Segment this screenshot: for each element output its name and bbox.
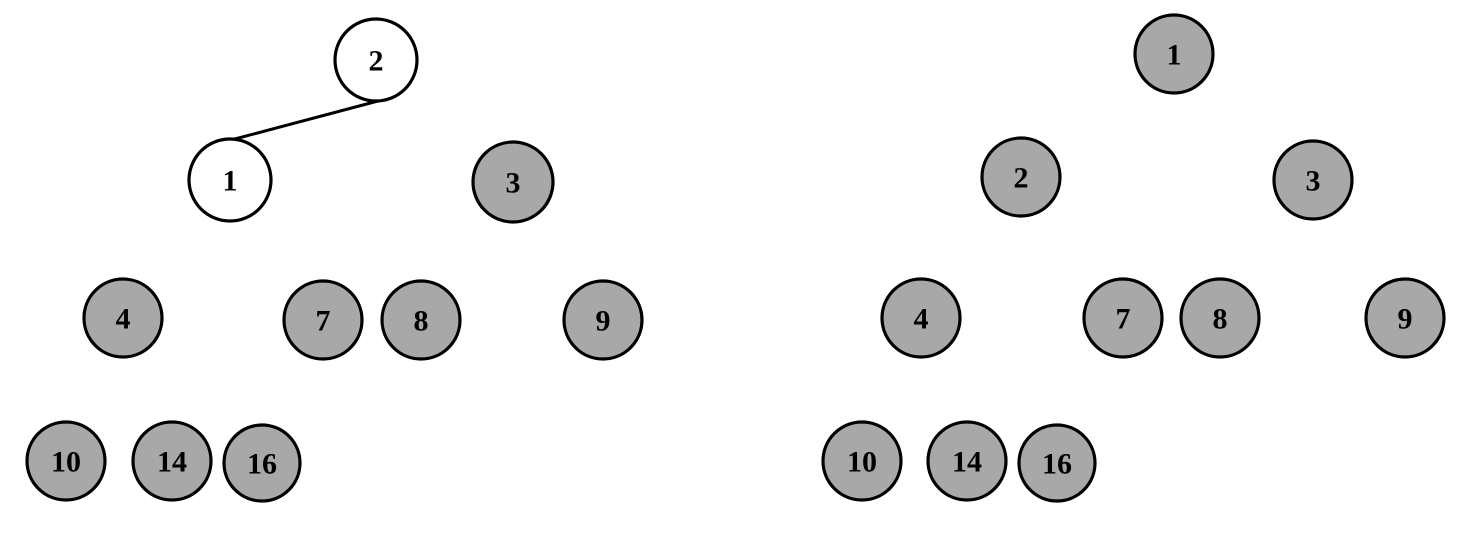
node-label-L16: 16 (247, 448, 277, 481)
node-circle-L1[interactable] (187, 137, 273, 223)
node-circle-L4[interactable] (82, 277, 164, 359)
node-circle-L16[interactable] (222, 423, 302, 503)
graph-node-R14[interactable]: 14 (926, 420, 1008, 502)
graph-node-L7[interactable]: 7 (282, 279, 364, 361)
node-label-L9: 9 (596, 305, 611, 338)
node-circle-R10[interactable] (821, 420, 903, 502)
graph-node-R7[interactable]: 7 (1082, 277, 1164, 359)
node-label-L10: 10 (51, 446, 81, 479)
graph-node-R1[interactable]: 1 (1133, 13, 1215, 95)
node-circle-R4[interactable] (880, 277, 962, 359)
graph-node-L4[interactable]: 4 (82, 277, 164, 359)
graph-node-L3[interactable]: 3 (471, 140, 555, 224)
node-circle-L3[interactable] (471, 140, 555, 224)
node-label-R14: 14 (952, 446, 982, 479)
node-circle-R1[interactable] (1133, 13, 1215, 95)
graph-node-L14[interactable]: 14 (131, 420, 213, 502)
node-circle-R16[interactable] (1017, 423, 1097, 503)
node-circle-R2[interactable] (980, 136, 1062, 218)
graph-node-R8[interactable]: 8 (1179, 277, 1261, 359)
graph-node-L10[interactable]: 10 (25, 420, 107, 502)
node-label-R7: 7 (1116, 303, 1131, 336)
node-label-R9: 9 (1398, 303, 1413, 336)
node-label-R16: 16 (1042, 448, 1072, 481)
node-label-R10: 10 (847, 446, 877, 479)
node-label-R3: 3 (1306, 165, 1321, 198)
graph-node-L2[interactable]: 2 (333, 17, 419, 103)
graph-node-R2[interactable]: 2 (980, 136, 1062, 218)
node-label-L1: 1 (223, 165, 238, 198)
graph-node-R9[interactable]: 9 (1364, 277, 1446, 359)
node-circle-R7[interactable] (1082, 277, 1164, 359)
right-tree: 1 2 3 4 7 8 9 10 14 16 (821, 13, 1446, 503)
node-circle-L2[interactable] (333, 17, 419, 103)
left-tree: 2 1 3 4 7 8 9 10 14 16 (25, 17, 644, 503)
node-label-L3: 3 (506, 167, 521, 200)
graph-node-L1[interactable]: 1 (187, 137, 273, 223)
node-circle-R8[interactable] (1179, 277, 1261, 359)
node-circle-R3[interactable] (1272, 139, 1354, 221)
graph-node-L16[interactable]: 16 (222, 423, 302, 503)
node-circle-L10[interactable] (25, 420, 107, 502)
node-label-R1: 1 (1167, 39, 1182, 72)
node-circle-L8[interactable] (380, 279, 462, 361)
node-circle-L7[interactable] (282, 279, 364, 361)
node-label-L7: 7 (316, 305, 331, 338)
node-label-L8: 8 (414, 305, 429, 338)
graph-node-R16[interactable]: 16 (1017, 423, 1097, 503)
graphs-root: 2 1 3 4 7 8 9 10 14 16 1 2 3 4 7 8 9 10 14 16 (25, 13, 1446, 503)
node-label-L4: 4 (116, 303, 131, 336)
graph-node-L9[interactable]: 9 (562, 279, 644, 361)
node-circle-R14[interactable] (926, 420, 1008, 502)
node-circle-L9[interactable] (562, 279, 644, 361)
graph-node-R3[interactable]: 3 (1272, 139, 1354, 221)
node-label-R2: 2 (1014, 162, 1029, 195)
node-label-R4: 4 (914, 303, 929, 336)
node-circle-R9[interactable] (1364, 277, 1446, 359)
graph-node-L8[interactable]: 8 (380, 279, 462, 361)
node-label-R8: 8 (1213, 303, 1228, 336)
graph-node-R10[interactable]: 10 (821, 420, 903, 502)
graph-node-R4[interactable]: 4 (880, 277, 962, 359)
node-circle-L14[interactable] (131, 420, 213, 502)
node-label-L2: 2 (369, 45, 384, 78)
graph-edge-L1-L2 (229, 99, 380, 142)
node-label-L14: 14 (157, 446, 187, 479)
